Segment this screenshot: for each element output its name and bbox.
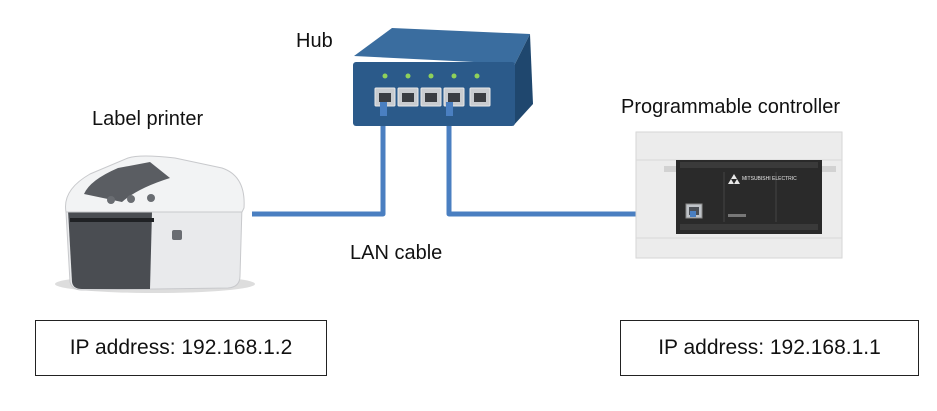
printer-paper-slot [70,218,154,222]
label-printer-label: Label printer [92,108,204,130]
lan-cables [252,114,690,217]
printer-button-3 [147,194,155,202]
controller-ip-address-text: IP address: 192.168.1.1 [658,336,881,359]
hub-label: Hub [296,30,333,52]
programmable-controller-device: MITSUBISHI ELECTRIC [635,131,843,259]
cable-printer-to-hub [252,114,386,217]
controller-ip-address-box: IP address: 192.168.1.1 [620,320,919,376]
mitsubishi-logo-icon [728,174,740,184]
printer-button-1 [107,196,115,204]
label-printer-device [55,155,255,293]
network-hub [353,28,533,126]
hub-top-face [354,28,530,64]
printer-front-panel [68,210,152,289]
printer-button-2 [127,195,135,203]
printer-ip-address-text: IP address: 192.168.1.2 [69,336,293,359]
controller-unit [676,160,822,234]
hub-leds [382,73,480,79]
lan-cable-label: LAN cable [350,242,443,264]
hub-side-face [513,34,533,126]
cable-hub-to-controller [446,114,690,217]
controller-brand-text: MITSUBISHI ELECTRIC [742,176,797,182]
printer-ip-address-box: IP address: 192.168.1.2 [35,320,327,376]
programmable-controller-label: Programmable controller [621,96,840,118]
